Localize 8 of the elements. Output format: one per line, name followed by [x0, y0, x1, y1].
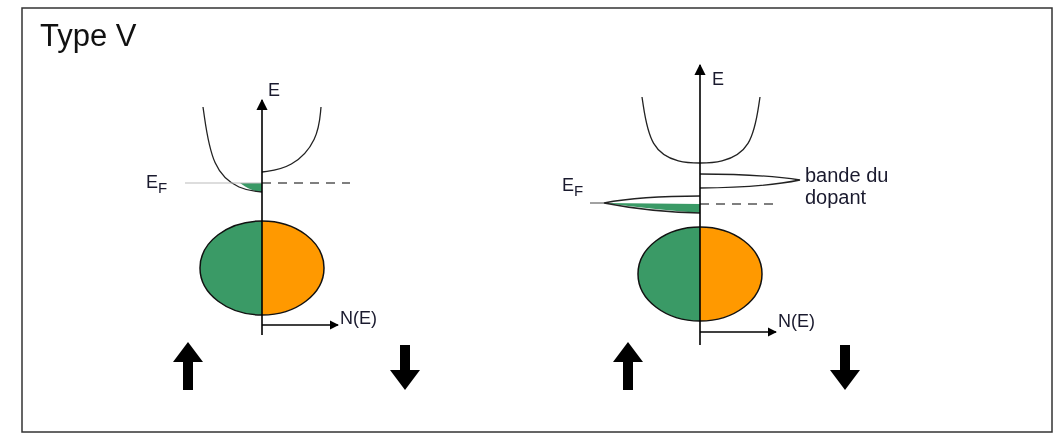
axis-label: E: [268, 81, 280, 101]
title: Type V: [40, 18, 137, 54]
axis-label: N(E): [340, 309, 377, 329]
fermi-level-label: E$_{F}$: [146, 173, 168, 197]
fermi-level-label: E$_{F}$: [562, 176, 584, 200]
axis-label: E: [712, 70, 724, 90]
band-label: bande du dopant: [805, 164, 890, 208]
axis-label: N(E): [778, 312, 815, 332]
